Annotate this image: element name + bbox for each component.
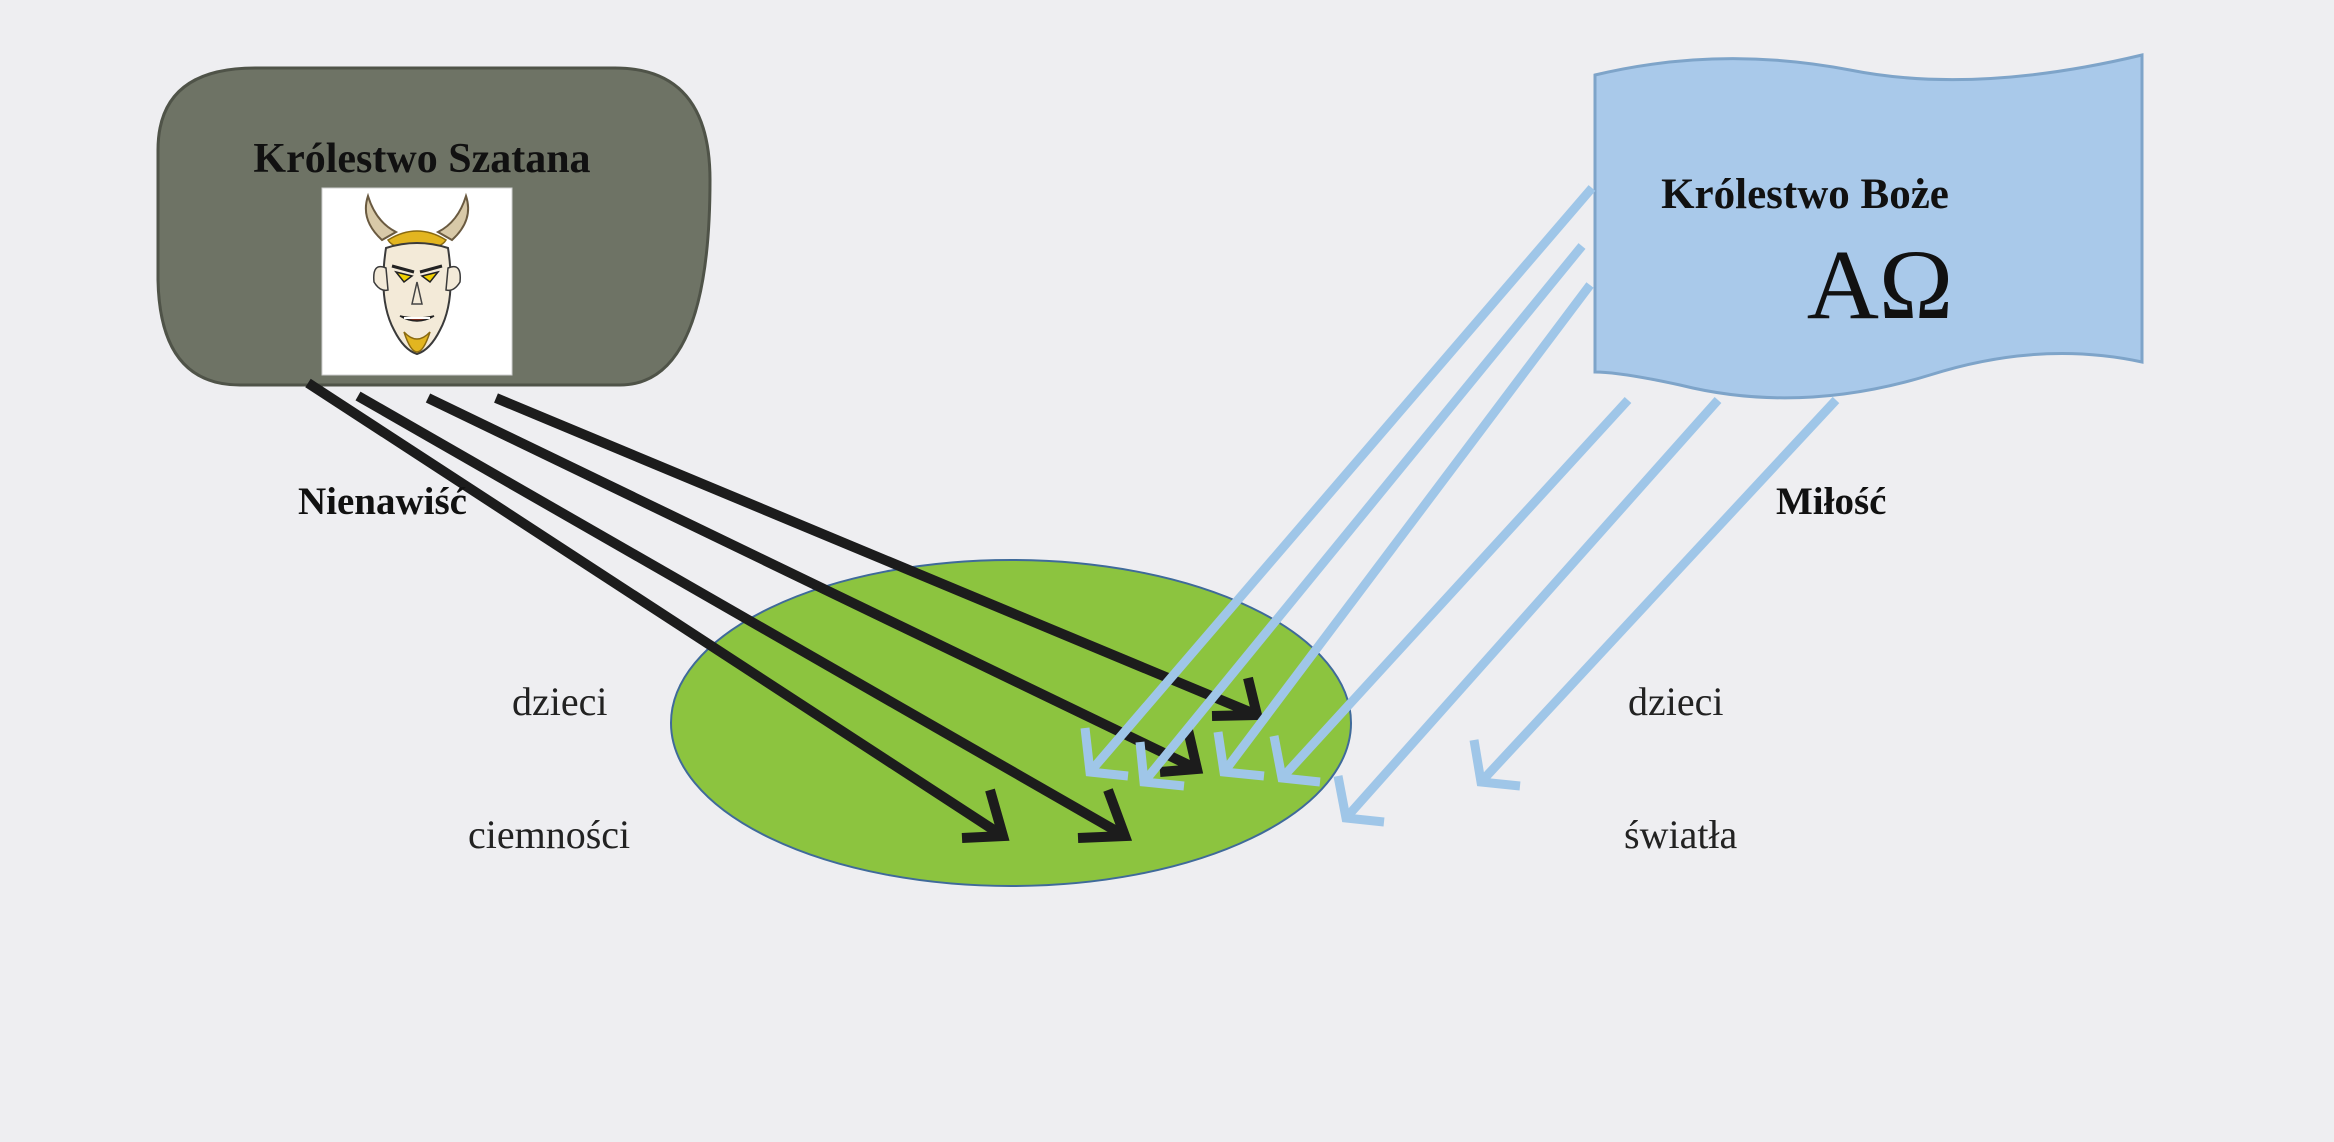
earth-ellipse bbox=[670, 559, 1352, 887]
dark-arrow bbox=[305, 378, 1010, 843]
light-arrow bbox=[1213, 282, 1594, 781]
god-kingdom-title: Królestwo Boże bbox=[1661, 171, 1949, 218]
children-of-darkness-line1: dzieci bbox=[512, 679, 608, 724]
satan-kingdom-title: Królestwo Szatana bbox=[253, 136, 590, 182]
light-arrow bbox=[1333, 397, 1722, 827]
children-of-light-line1: dzieci bbox=[1628, 679, 1724, 724]
dark-arrow bbox=[425, 393, 1204, 777]
children-of-light-line2: światła bbox=[1624, 812, 1738, 857]
devil-face-icon bbox=[321, 187, 513, 376]
love-label: Miłość bbox=[1776, 480, 1886, 523]
light-arrow bbox=[1135, 243, 1586, 791]
alpha-omega-symbol: AΩ bbox=[1807, 229, 1954, 340]
light-arrows bbox=[1080, 185, 1840, 827]
satan-kingdom-box: Królestwo Szatana bbox=[156, 66, 712, 387]
dark-arrow bbox=[355, 391, 1133, 843]
children-of-darkness-line2: ciemności bbox=[468, 812, 630, 857]
light-arrow bbox=[1269, 396, 1632, 787]
hatred-label: Nienawiść bbox=[298, 480, 467, 523]
god-kingdom-banner: Królestwo Boże AΩ bbox=[1593, 53, 2144, 400]
light-arrow bbox=[1080, 185, 1596, 781]
dark-arrows bbox=[305, 378, 1264, 843]
light-arrow bbox=[1469, 396, 1840, 791]
dark-arrow bbox=[494, 393, 1264, 721]
